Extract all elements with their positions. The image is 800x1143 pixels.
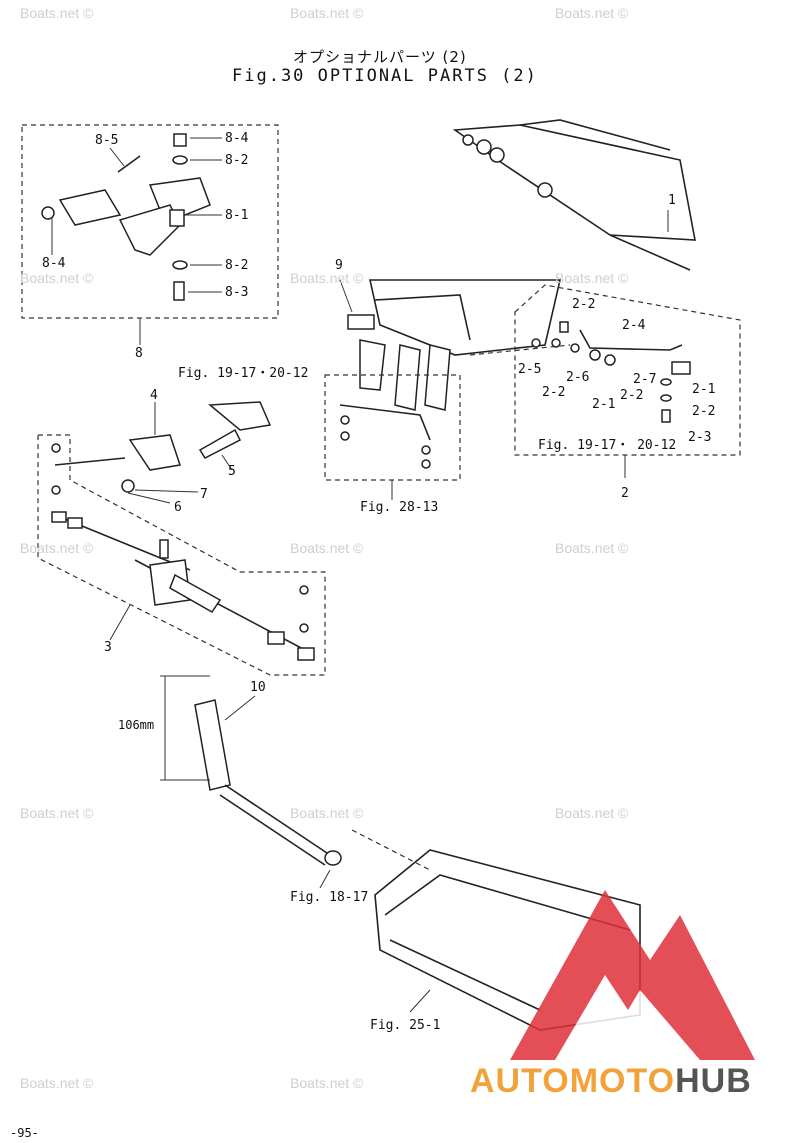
part-1-housing	[452, 119, 696, 271]
engine-center-assembly	[339, 279, 571, 411]
callout-4: 4	[150, 388, 158, 403]
callout-8-5: 8-5	[95, 133, 119, 148]
part-8-bracket-assembly	[41, 133, 222, 301]
fig-ref-19-17-left: Fig. 19-17・20-12	[178, 366, 309, 381]
callout-10: 10	[250, 680, 266, 695]
watermark: Boats.net ©	[20, 5, 94, 21]
fig-ref-19-17-right: Fig. 19-17・ 20-12	[538, 438, 677, 453]
callout-3: 3	[104, 640, 112, 655]
watermark: Boats.net ©	[290, 5, 364, 21]
fig-ref-28-13: Fig. 28-13	[360, 500, 439, 515]
dimension-106mm: 106mm	[118, 718, 155, 732]
callout-2-2-lower: 2-2	[692, 404, 716, 419]
callout-1: 1	[668, 193, 676, 208]
fig-ref-18-17: Fig. 18-17	[290, 890, 369, 905]
callout-2-4: 2-4	[622, 318, 646, 333]
callout-7: 7	[200, 487, 208, 502]
callout-8: 8	[135, 346, 143, 361]
diagram-title-japanese: オプショナルパーツ (2)	[293, 48, 467, 66]
callout-2-7: 2-7	[633, 372, 657, 387]
watermark: Boats.net ©	[20, 540, 94, 556]
watermark: Boats.net ©	[555, 5, 629, 21]
diagram-title: Fig.30 OPTIONAL PARTS (2)	[232, 66, 538, 86]
automotohub-wordmark: AUTOMOTOHUB	[470, 1062, 752, 1100]
callout-8-4-lower: 8-4	[42, 256, 66, 271]
watermark: Boats.net ©	[555, 540, 629, 556]
callout-2-1: 2-1	[592, 397, 616, 412]
callout-2: 2	[621, 486, 629, 501]
automotohub-logo	[510, 890, 755, 1060]
callout-9: 9	[335, 258, 343, 273]
callout-6: 6	[174, 500, 182, 515]
callout-2-6: 2-6	[566, 370, 590, 385]
callout-2-5: 2-5	[518, 362, 542, 377]
part-10-tiller-grip	[160, 675, 342, 866]
watermark: Boats.net ©	[20, 270, 94, 286]
callout-2-3: 2-3	[688, 430, 712, 445]
callout-2-1-right: 2-1	[692, 382, 716, 397]
callout-8-4: 8-4	[225, 131, 249, 146]
watermark: Boats.net ©	[20, 1075, 94, 1091]
callout-2-2-right: 2-2	[620, 388, 644, 403]
callout-8-2-lower: 8-2	[225, 258, 249, 273]
callout-8-1: 8-1	[225, 208, 249, 223]
watermark: Boats.net ©	[290, 270, 364, 286]
watermark: Boats.net ©	[20, 805, 94, 821]
callout-2-2-mid: 2-2	[542, 385, 566, 400]
callout-2-2-top: 2-2	[572, 297, 596, 312]
callout-8-3: 8-3	[225, 285, 249, 300]
fig-ref-25-1: Fig. 25-1	[370, 1018, 441, 1033]
part-4-bracket	[54, 401, 272, 504]
callout-5: 5	[228, 464, 236, 479]
watermark: Boats.net ©	[290, 540, 364, 556]
watermark: Boats.net ©	[290, 805, 364, 821]
watermark: Boats.net ©	[290, 1075, 364, 1091]
callout-8-2: 8-2	[225, 153, 249, 168]
watermark: Boats.net ©	[555, 805, 629, 821]
page-number: -95-	[10, 1126, 39, 1140]
watermark: Boats.net ©	[555, 270, 629, 286]
